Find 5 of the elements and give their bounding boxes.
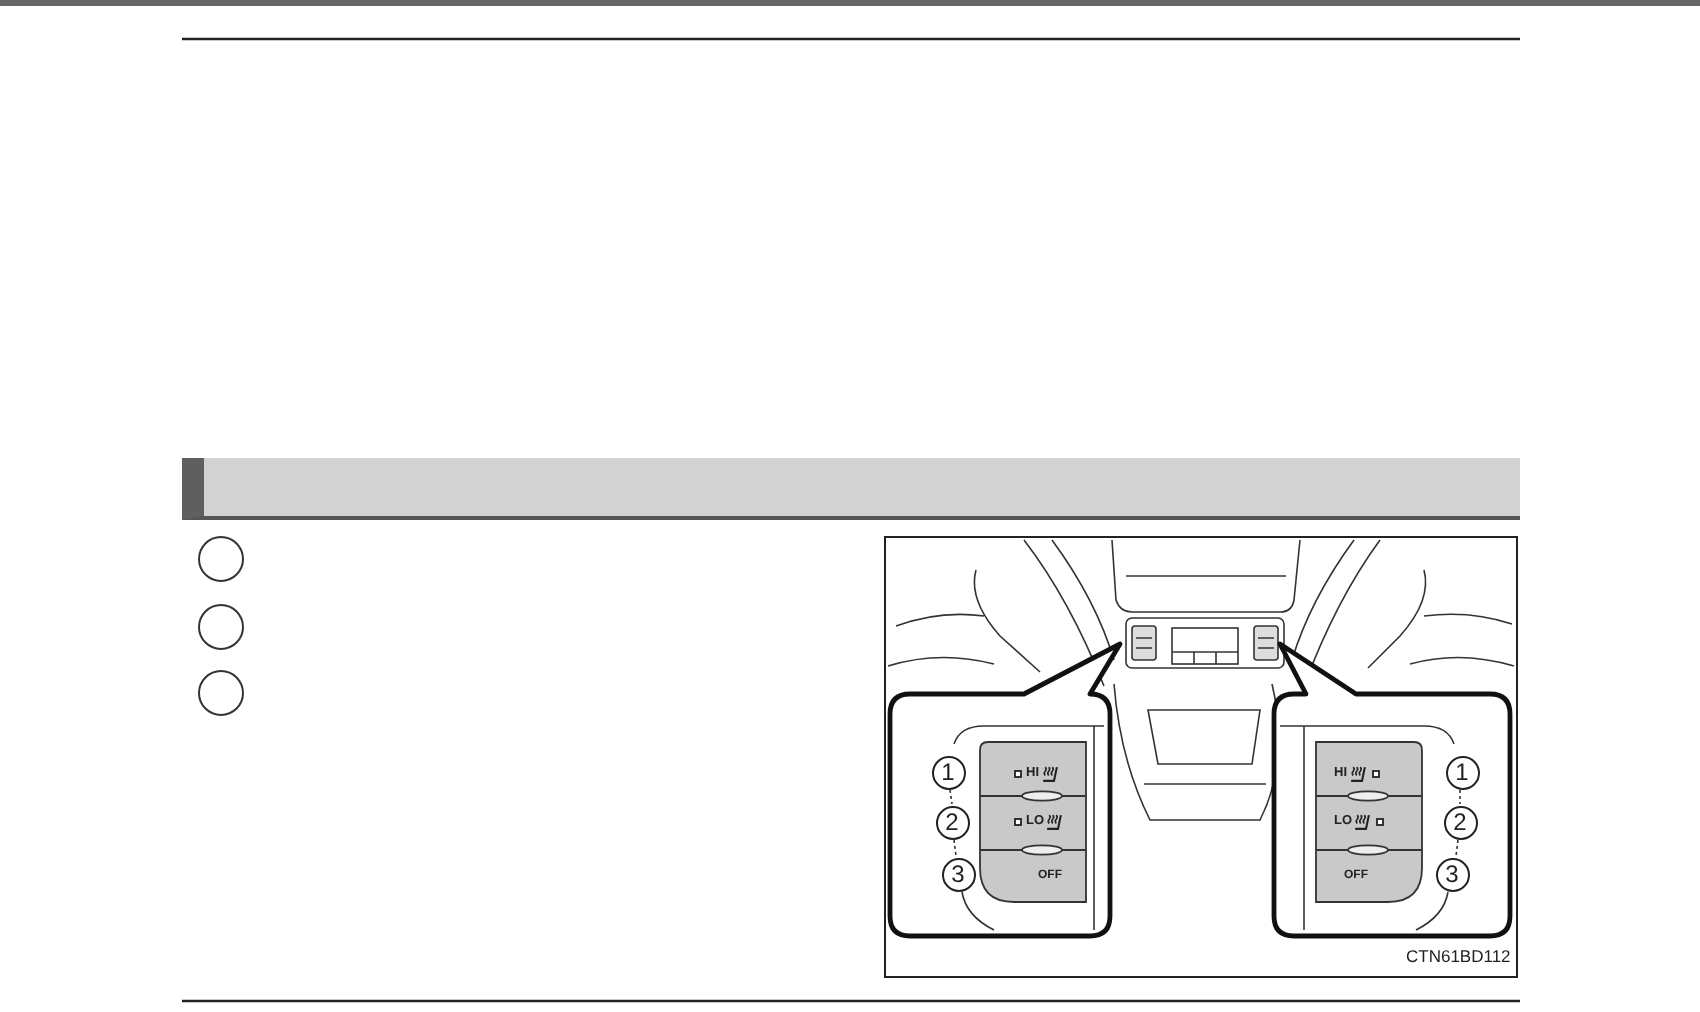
section-header-bar (182, 458, 1520, 520)
image-code: CTN61BD112 (1406, 947, 1511, 964)
callout-circle (198, 536, 244, 582)
callout-circle (198, 604, 244, 650)
callout-circle (198, 670, 244, 716)
